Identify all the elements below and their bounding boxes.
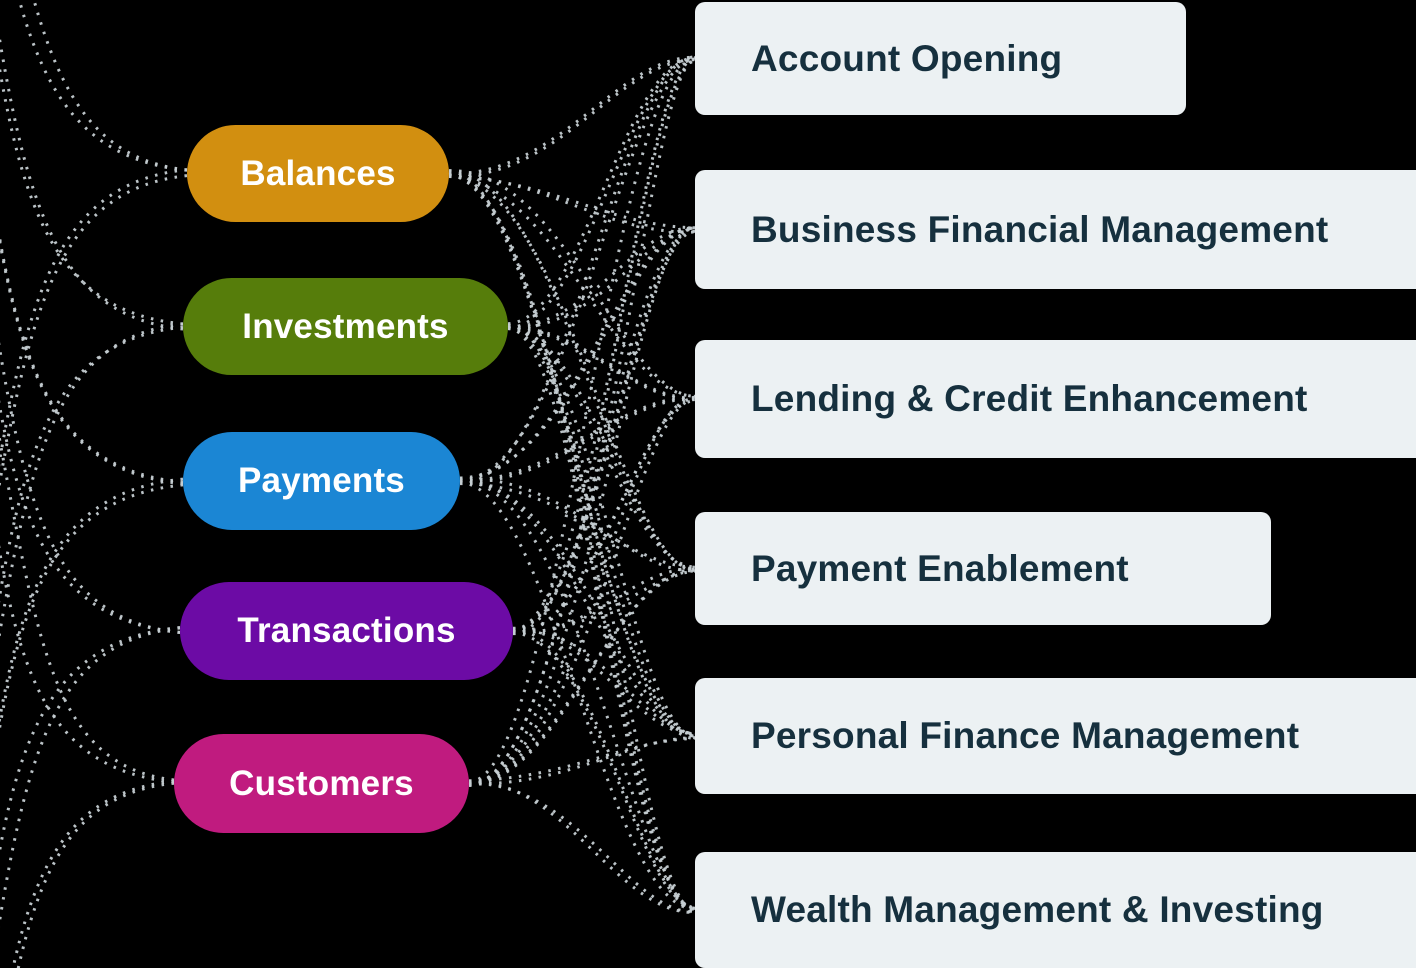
connector-path xyxy=(507,56,696,329)
box-personal-finance-management-label: Personal Finance Management xyxy=(751,715,1300,756)
connector-path xyxy=(0,341,181,635)
connector-path xyxy=(512,226,696,632)
connector-path xyxy=(459,57,696,482)
connector-path xyxy=(468,397,696,785)
connector-path xyxy=(448,58,696,178)
connector-path xyxy=(512,627,696,736)
connector-path xyxy=(0,544,175,784)
connector-path xyxy=(512,229,696,632)
connector-path xyxy=(0,32,184,331)
connector-path xyxy=(512,566,696,635)
connector-path xyxy=(448,174,696,572)
connector-path xyxy=(468,779,696,914)
connector-path xyxy=(512,631,696,910)
connector-path xyxy=(448,174,696,230)
connector-path xyxy=(16,781,175,968)
node-balances: Balances xyxy=(187,125,449,222)
connector-path xyxy=(448,169,696,571)
box-payment-enablement-label: Payment Enablement xyxy=(751,547,1129,589)
connector-path xyxy=(11,779,175,968)
box-payment-enablement: Payment Enablement xyxy=(695,512,1271,625)
connector-path xyxy=(459,476,696,573)
connector-path xyxy=(459,396,696,483)
connector-path xyxy=(507,327,696,913)
box-wealth-management-investing-label: Wealth Management & Investing xyxy=(751,889,1324,930)
box-lending-credit-enhancement-label: Lending & Credit Enhancement xyxy=(751,378,1308,419)
connector-path xyxy=(0,625,181,858)
connector-path xyxy=(17,0,188,172)
connector-path xyxy=(0,234,184,486)
box-personal-finance-management: Personal Finance Management xyxy=(695,678,1416,794)
connector-path xyxy=(0,399,181,634)
connector-path xyxy=(0,325,184,604)
box-lending-credit-enhancement: Lending & Credit Enhancement xyxy=(695,340,1416,458)
connector-path xyxy=(0,168,188,467)
connector-path xyxy=(459,479,696,910)
connector-path xyxy=(507,226,696,330)
connector-path xyxy=(0,626,181,928)
connector-path xyxy=(512,628,696,910)
connector-path xyxy=(0,174,188,490)
node-transactions-label: Transactions xyxy=(237,611,456,650)
connector-path xyxy=(507,323,696,738)
connector-path xyxy=(507,326,696,571)
node-payments: Payments xyxy=(183,432,460,530)
connector-path xyxy=(507,325,696,738)
connector-path xyxy=(512,569,696,634)
connector-path xyxy=(448,55,696,176)
connector-path xyxy=(448,174,696,234)
node-investments-label: Investments xyxy=(242,306,449,346)
box-account-opening-label: Account Opening xyxy=(751,37,1063,79)
connector-path xyxy=(0,477,184,726)
connector-path xyxy=(507,327,696,402)
connector-path xyxy=(0,483,184,735)
connector-path xyxy=(459,397,696,485)
connector-path xyxy=(459,55,696,486)
connector-path xyxy=(0,231,184,484)
connector-path xyxy=(507,56,696,326)
connector-path xyxy=(468,58,696,784)
connector-path xyxy=(459,481,696,911)
connector-path xyxy=(459,481,696,569)
connector-path xyxy=(512,57,696,632)
node-transactions: Transactions xyxy=(180,582,513,680)
connector-path xyxy=(507,325,696,569)
box-wealth-management-investing: Wealth Management & Investing xyxy=(695,852,1416,968)
node-investments: Investments xyxy=(183,278,508,375)
node-customers: Customers xyxy=(174,734,469,833)
connector-path xyxy=(512,626,696,736)
node-balances-label: Balances xyxy=(240,153,396,193)
connector-path xyxy=(512,399,696,636)
node-customers-label: Customers xyxy=(229,763,414,803)
connector-path xyxy=(468,396,696,785)
connector-path xyxy=(507,325,696,400)
connector-path xyxy=(512,396,696,635)
box-account-opening: Account Opening xyxy=(695,2,1186,115)
connector-path xyxy=(468,59,696,786)
connector-path xyxy=(507,326,696,910)
connector-path xyxy=(0,433,175,782)
connector-path xyxy=(468,736,696,786)
box-business-financial-management-label: Business Financial Management xyxy=(751,208,1329,250)
connector-path xyxy=(507,226,696,329)
connector-path xyxy=(0,322,184,640)
node-payments-label: Payments xyxy=(238,461,405,500)
connector-path xyxy=(468,736,696,783)
connector-path xyxy=(0,62,184,326)
box-business-financial-management: Business Financial Management xyxy=(695,170,1416,289)
connector-path xyxy=(512,58,696,635)
connector-path xyxy=(468,781,696,914)
connector-path xyxy=(32,0,188,172)
